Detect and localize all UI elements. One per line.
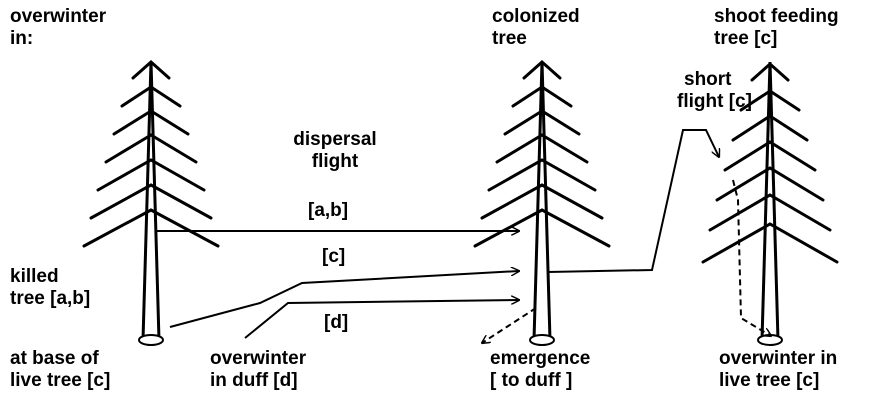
- route-c-label: [c]: [322, 246, 346, 267]
- killed-tree-line-1: killed: [10, 266, 59, 287]
- shoot-feeding-tree-icon: [701, 61, 839, 346]
- overwinter-in-duff-line-1: overwinter: [210, 348, 307, 369]
- colonized-tree-icon: [473, 59, 611, 346]
- killed-tree-label: killed tree [a,b]: [10, 266, 90, 310]
- colonized-tree-line-1: colonized: [492, 6, 580, 27]
- colonized-tree-label: colonized tree: [492, 6, 580, 50]
- shoot-feeding-tree-label: shoot feeding tree [c]: [714, 6, 839, 50]
- colonized-tree-line-2: tree: [492, 28, 527, 49]
- base-of-live-tree-line-2: live tree [c]: [10, 370, 111, 391]
- short-flight-line-1: short: [684, 69, 732, 90]
- killed-tree-icon: [82, 59, 220, 346]
- overwinter-in-line-1: overwinter: [10, 6, 107, 27]
- dispersal-arrow-c: [169, 271, 519, 328]
- overwinter-in-line-2: in:: [10, 28, 34, 49]
- dispersal-flight-line-2: flight: [311, 151, 359, 172]
- overwinter-in-live-tree-line-1: overwinter in: [719, 348, 838, 369]
- overwinter-in-duff-line-2: in duff [d]: [210, 370, 298, 391]
- emergence-label: emergence [ to duff ]: [490, 348, 590, 392]
- route-ab-label: [a,b]: [308, 200, 349, 221]
- dispersal-flight-line-1: dispersal: [293, 129, 377, 150]
- short-flight-line-2: flight [c]: [677, 91, 752, 112]
- killed-tree-line-2: tree [a,b]: [10, 288, 91, 309]
- short-flight-arrow: [547, 129, 719, 273]
- dispersal-flight-label: dispersal flight: [280, 129, 390, 173]
- short-flight-label: short flight [c]: [677, 69, 752, 113]
- emergence-arrow: [482, 307, 537, 343]
- emergence-line-1: emergence: [490, 348, 591, 369]
- overwinter-live-tree-arrow: [732, 179, 771, 336]
- overwinter-in-live-tree-label: overwinter in live tree [c]: [719, 348, 837, 392]
- route-d-label: [d]: [324, 312, 349, 333]
- overwinter-in-live-tree-line-2: live tree [c]: [719, 370, 820, 391]
- base-of-live-tree-line-1: at base of: [10, 348, 99, 369]
- overwinter-in-label: overwinter in:: [10, 6, 106, 50]
- emergence-line-2: [ to duff ]: [490, 370, 573, 391]
- base-of-live-tree-label: at base of live tree [c]: [10, 348, 110, 392]
- shoot-feeding-tree-line-2: tree [c]: [714, 28, 778, 49]
- dispersal-arrow-d: [244, 300, 519, 339]
- shoot-feeding-tree-line-1: shoot feeding: [714, 6, 839, 27]
- overwinter-in-duff-label: overwinter in duff [d]: [210, 348, 306, 392]
